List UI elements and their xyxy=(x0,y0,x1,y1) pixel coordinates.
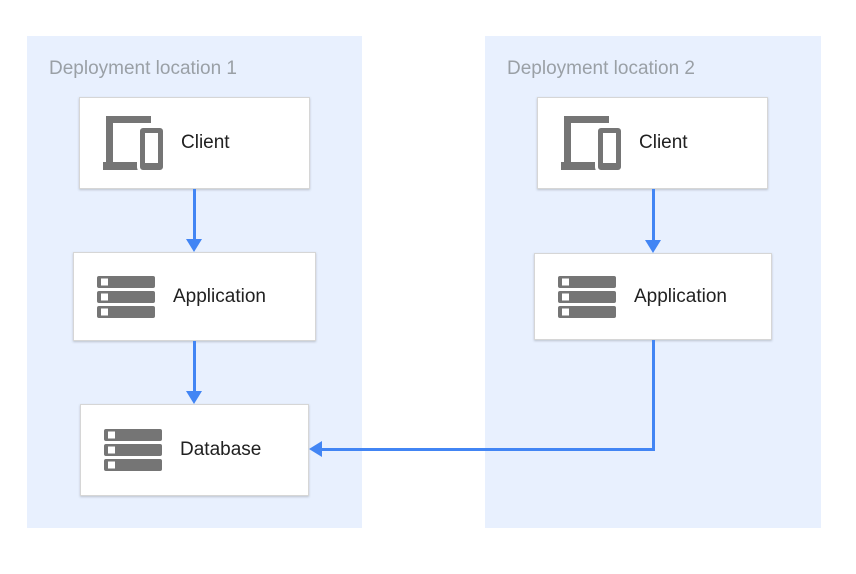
node-label: Application xyxy=(173,285,266,307)
client-devices-icon xyxy=(103,116,163,170)
node-client: Client xyxy=(537,97,768,189)
arrow-application1-to-database1 xyxy=(193,341,196,391)
arrow-application2-to-database1-vertical xyxy=(652,340,655,451)
arrowhead-down-icon xyxy=(186,391,202,404)
node-application: Application xyxy=(73,252,316,341)
arrowhead-down-icon xyxy=(186,239,202,252)
client-devices-icon xyxy=(561,116,621,170)
server-stack-icon xyxy=(97,275,155,318)
zone-label: Deployment location 1 xyxy=(49,58,237,79)
arrow-application2-to-database1-horizontal xyxy=(322,448,655,451)
arrow-client1-to-application1 xyxy=(193,189,196,240)
node-label: Database xyxy=(180,439,262,460)
server-stack-icon xyxy=(104,429,162,471)
node-label: Client xyxy=(181,132,230,153)
node-database: Database xyxy=(80,404,309,496)
node-label: Client xyxy=(639,132,688,153)
node-label: Application xyxy=(634,285,727,307)
arrow-client2-to-application2 xyxy=(652,189,655,240)
zone-label: Deployment location 2 xyxy=(507,58,695,79)
server-stack-icon xyxy=(558,275,616,318)
arrowhead-down-icon xyxy=(645,240,661,253)
arrowhead-left-icon xyxy=(309,441,322,457)
node-client: Client xyxy=(79,97,310,189)
node-application: Application xyxy=(534,253,772,340)
